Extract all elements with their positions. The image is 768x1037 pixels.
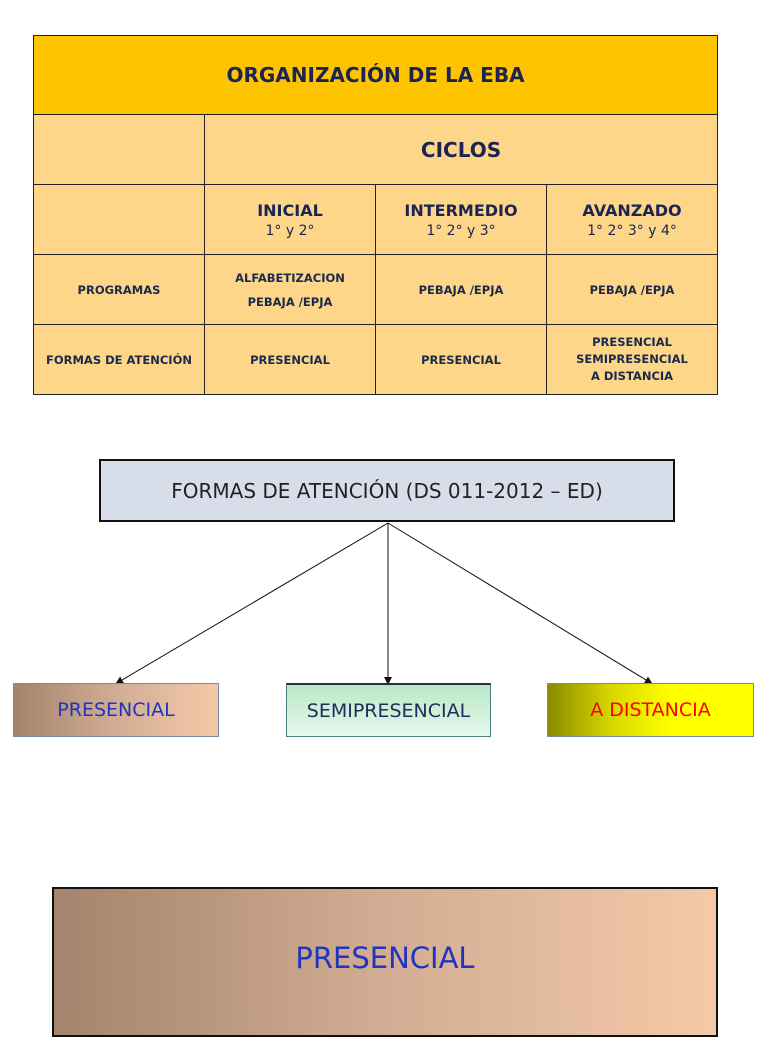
formas-avanzado-line2: SEMIPRESENCIAL: [576, 352, 688, 366]
level-grades: 1° y 2°: [265, 222, 315, 239]
level-name: INTERMEDIO: [404, 200, 518, 220]
ciclos-header: CICLOS: [203, 114, 719, 185]
table-title: ORGANIZACIÓN DE LA EBA: [32, 35, 719, 115]
eba-organization-table: ORGANIZACIÓN DE LA EBA CICLOS INICIAL 1°…: [32, 35, 719, 395]
programas-label: PROGRAMAS: [33, 254, 205, 325]
formas-intermedio: PRESENCIAL: [375, 324, 547, 395]
connector-distancia: [387, 522, 653, 685]
formas-avanzado: PRESENCIAL SEMIPRESENCIAL A DISTANCIA: [545, 324, 719, 395]
programas-avanzado: PEBAJA /EPJA: [545, 254, 719, 325]
formas-inicial: PRESENCIAL: [204, 324, 376, 395]
level-name: AVANZADO: [582, 200, 682, 220]
level-grades: 1° 2° 3° y 4°: [587, 222, 677, 239]
diagram-root-box: FORMAS DE ATENCIÓN (DS 011-2012 – ED): [99, 459, 675, 522]
programas-inicial: ALFABETIZACION PEBAJA /EPJA: [204, 254, 376, 325]
connector-presencial: [115, 522, 389, 685]
formas-avanzado-line1: PRESENCIAL: [592, 335, 672, 349]
level-intermedio: INTERMEDIO 1° 2° y 3°: [375, 184, 547, 255]
node-semipresencial: SEMIPRESENCIAL: [286, 683, 491, 737]
formas-label: FORMAS DE ATENCIÓN: [33, 324, 205, 395]
presencial-section-title: PRESENCIAL: [295, 941, 475, 975]
formas-avanzado-line3: A DISTANCIA: [590, 369, 674, 383]
level-inicial: INICIAL 1° y 2°: [204, 184, 376, 255]
programas-inicial-line2: PEBAJA /EPJA: [247, 294, 333, 309]
presencial-section-box: PRESENCIAL: [52, 887, 718, 1037]
empty-header-cell: [33, 114, 205, 185]
level-grades: 1° 2° y 3°: [426, 222, 496, 239]
node-a-distancia: A DISTANCIA: [547, 683, 754, 737]
node-presencial: PRESENCIAL: [13, 683, 219, 737]
level-avanzado: AVANZADO 1° 2° 3° y 4°: [545, 184, 719, 255]
programas-intermedio: PEBAJA /EPJA: [375, 254, 547, 325]
empty-level-cell: [33, 184, 205, 255]
level-name: INICIAL: [257, 200, 323, 220]
programas-inicial-line1: ALFABETIZACION: [235, 270, 345, 285]
